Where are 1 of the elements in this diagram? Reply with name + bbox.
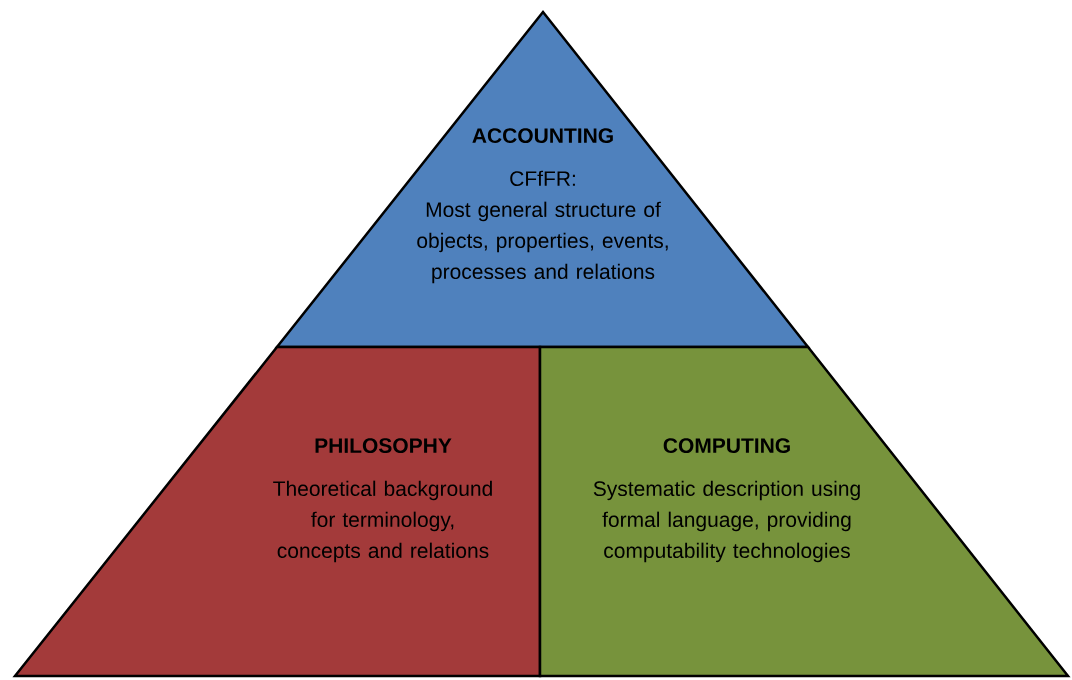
pyramid-section: COMPUTING Systematic description using formal language, providing computability technologies	[538, 345, 1071, 678]
